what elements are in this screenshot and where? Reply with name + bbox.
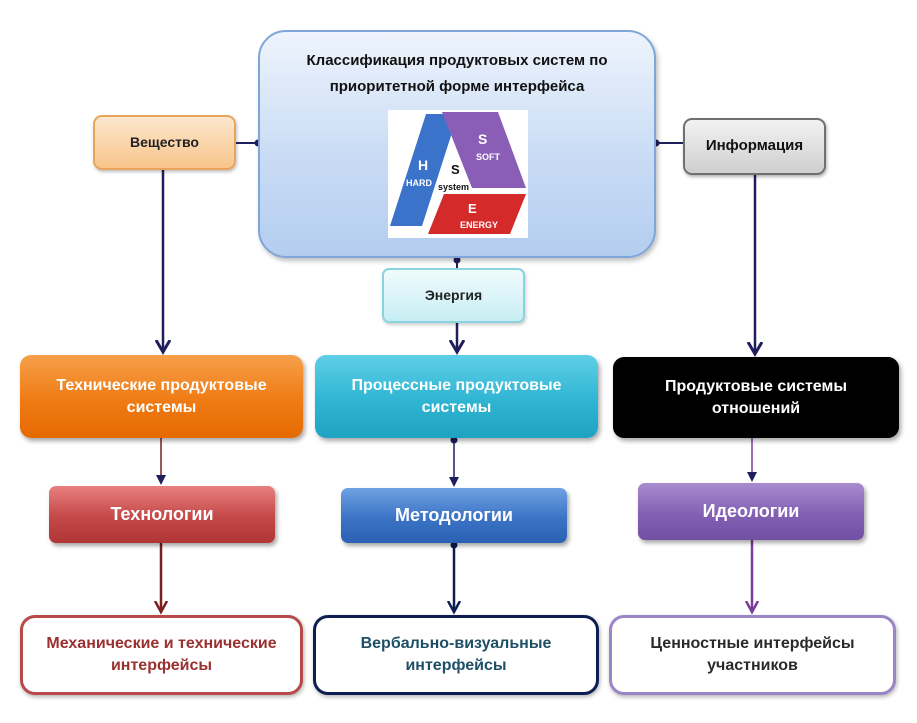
technical-systems-box: Технические продуктовые системы (20, 355, 303, 438)
connector-dot (450, 436, 458, 444)
ideologies-box: Идеологии (638, 483, 864, 540)
technologies-box: Технологии (49, 486, 275, 543)
connector-dot (450, 541, 458, 549)
soft-letter: S (478, 131, 487, 147)
process-systems-box: Процессные продуктовые системы (315, 355, 598, 438)
mechanical-interfaces-label: Механические и технические интерфейсы (46, 635, 277, 674)
hard-word: HARD (406, 178, 432, 188)
verbal-visual-interfaces-box: Вербально-визуальные интерфейсы (313, 615, 599, 695)
information-box: Информация (683, 118, 826, 175)
technical-systems-label: Технические продуктовые системы (56, 376, 267, 416)
hse-triangle-logo: H HARD S SOFT S system E ENERGY (388, 110, 528, 238)
energy-word: ENERGY (460, 220, 498, 230)
mechanical-interfaces-box: Механические и технические интерфейсы (20, 615, 303, 695)
value-interfaces-box: Ценностные интерфейсы участников (609, 615, 896, 695)
connector-dot (453, 256, 461, 264)
methodologies-box: Методологии (341, 488, 567, 543)
process-systems-label: Процессные продуктовые системы (351, 376, 562, 416)
relations-systems-box: Продуктовые системы отношений (613, 357, 899, 438)
hard-letter: H (418, 157, 428, 173)
center-letter: S (451, 162, 460, 177)
energy-segment (428, 194, 526, 234)
classification-title: Классификация продуктовых систем по прио… (306, 52, 608, 95)
energy-letter: E (468, 201, 477, 216)
substance-box: Вещество (93, 115, 236, 170)
hard-segment (390, 114, 458, 226)
soft-segment (442, 112, 526, 188)
verbal-visual-interfaces-label: Вербально-визуальные интерфейсы (360, 635, 552, 674)
center-word: system (438, 182, 469, 192)
value-interfaces-label: Ценностные интерфейсы участников (650, 635, 855, 674)
relations-systems-label: Продуктовые системы отношений (665, 377, 847, 417)
classification-box: Классификация продуктовых систем по прио… (258, 30, 656, 258)
soft-word: SOFT (476, 152, 501, 162)
energy-box: Энергия (382, 268, 525, 323)
